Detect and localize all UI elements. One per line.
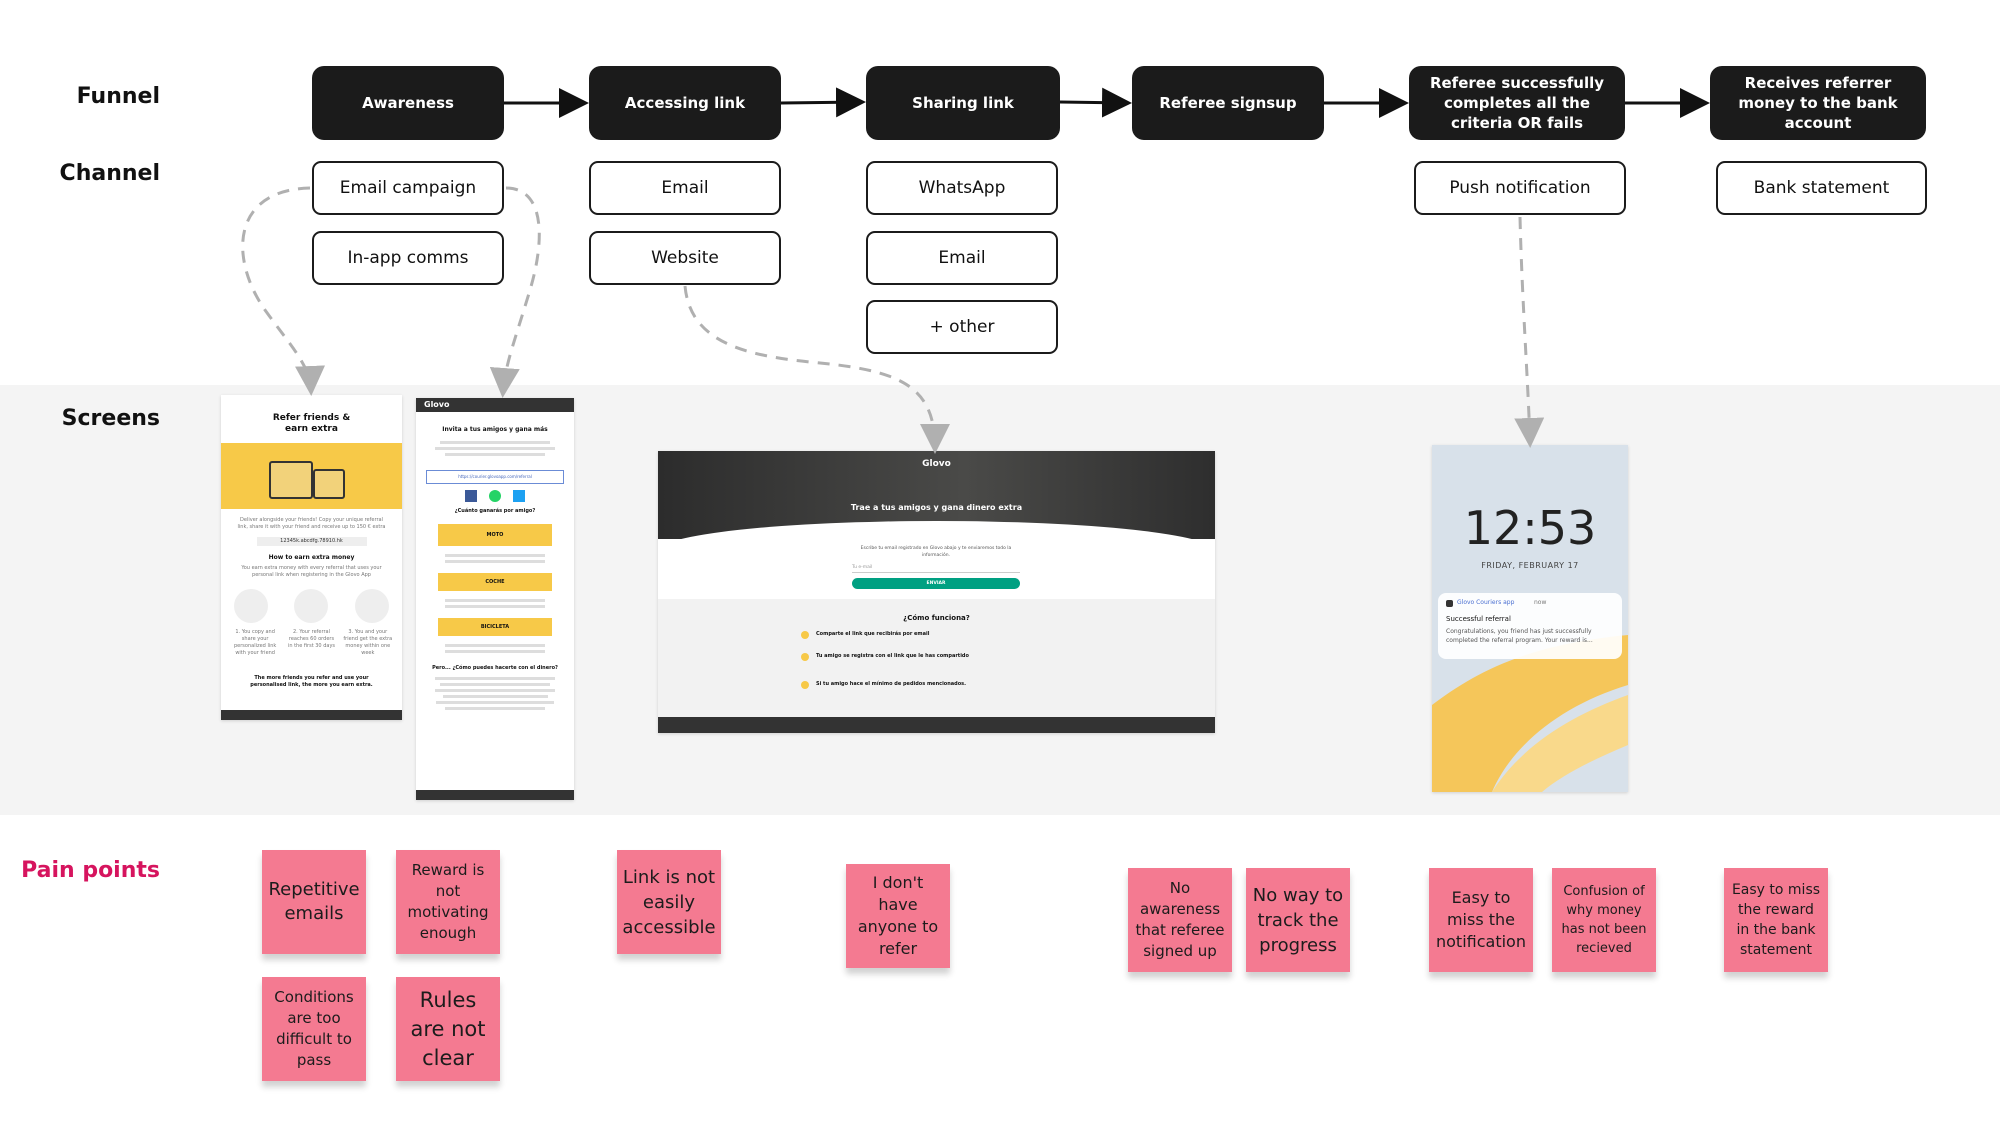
channel-website[interactable]: Website [589, 231, 781, 285]
pain-point-no-one-to-refer: I don't have anyone to refer [846, 864, 950, 968]
channel-push-notification[interactable]: Push notification [1414, 161, 1626, 215]
website-how-title: ¿Cómo funciona? [903, 614, 970, 622]
pain-point-repetitive-emails: Repetitive emails [262, 850, 366, 954]
channel-email[interactable]: Email [589, 161, 781, 215]
pain-point-reward-not-motivating: Reward is not motivating enough [396, 850, 500, 954]
screen-email-refer-friends: Refer friends & earn extra Deliver along… [221, 395, 402, 720]
website-submit-button[interactable]: ENVIAR [852, 578, 1020, 589]
website-step-3: Si tu amigo hace el mínimo de pedidos me… [816, 681, 967, 687]
pain-point-no-awareness-signup: No awareness that referee signed up [1128, 868, 1232, 972]
email2-how: Pero... ¿Cómo puedes hacerte con el dine… [432, 665, 558, 671]
connector-email-campaign-to-email1 [241, 186, 326, 396]
email2-brand: Glovo [416, 398, 574, 412]
email1-link-box: 12345k.abcdfg.78910.hk [256, 537, 367, 546]
arrow-sharing-to-signup [1059, 87, 1132, 118]
email1-hero-illustration [221, 443, 402, 509]
email1-title: Refer friends & earn extra [272, 413, 351, 434]
phone-notif-body: Congratulations, you friend has just suc… [1446, 628, 1593, 644]
row-label-funnel: Funnel [76, 84, 160, 109]
stage-referee-completes[interactable]: Referee successfully completes all the c… [1409, 66, 1625, 140]
app-icon [1446, 600, 1453, 607]
channel-in-app-comms[interactable]: In-app comms [312, 231, 504, 285]
phone-date: FRIDAY, FEBRUARY 17 [1481, 561, 1579, 570]
website-hero-title: Trae a tus amigos y gana dinero extra [850, 503, 1023, 512]
screen-phone-lock: 12:53 FRIDAY, FEBRUARY 17 Glovo Couriers… [1432, 445, 1628, 792]
row-label-screens: Screens [61, 406, 160, 431]
website-step-2: Tu amigo se registra con el link que le … [816, 653, 969, 659]
website-brand: Glovo [922, 459, 951, 469]
pain-point-conditions-difficult: Conditions are too difficult to pass [262, 977, 366, 1081]
email2-title: Invita a tus amigos y gana más [442, 426, 548, 433]
email2-reward-bicicleta: BICICLETA [438, 618, 552, 636]
arrow-access-to-sharing [780, 87, 866, 118]
email2-question: ¿Cuánto ganarás por amigo? [454, 508, 536, 514]
stage-accessing-link[interactable]: Accessing link [589, 66, 781, 140]
email2-reward-coche: COCHE [438, 573, 552, 591]
phone-notification[interactable]: Glovo Couriers app now Successful referr… [1438, 593, 1622, 659]
pain-point-rules-not-clear: Rules are not clear [396, 977, 500, 1081]
screen-email-invita: Glovo Invita a tus amigos y gana más htt… [416, 398, 574, 800]
channel-email-campaign[interactable]: Email campaign [312, 161, 504, 215]
website-step-1: Comparte el link que recibirás por email [816, 631, 930, 637]
channel-email-sharing[interactable]: Email [866, 231, 1058, 285]
website-form-hint: Escribe tu email registrado en Glovo aba… [860, 546, 1012, 558]
pain-point-link-not-accessible: Link is not easily accessible [617, 850, 721, 954]
stage-sharing-link[interactable]: Sharing link [866, 66, 1060, 140]
email1-footer: The more friends you refer and use your … [250, 675, 373, 688]
phone-notif-title: Successful referral [1446, 615, 1511, 623]
connector-email-campaign-to-email2 [489, 186, 541, 398]
phone-wallpaper [1432, 635, 1628, 792]
row-label-channel: Channel [59, 161, 160, 186]
pain-point-no-tracking: No way to track the progress [1246, 868, 1350, 972]
pain-point-money-confusion: Confusion of why money has not been reci… [1552, 868, 1656, 972]
website-email-input[interactable]: Tu e-mail [852, 563, 1020, 573]
channel-whatsapp[interactable]: WhatsApp [866, 161, 1058, 215]
phone-notif-when: now [1534, 599, 1547, 606]
email1-how-to: How to earn extra money [268, 554, 355, 561]
email2-reward-moto: MOTO [438, 524, 552, 546]
stage-receives-money[interactable]: Receives referrer money to the bank acco… [1710, 66, 1926, 140]
row-label-pain-points: Pain points [21, 858, 160, 883]
phone-notif-app: Glovo Couriers app [1457, 599, 1515, 606]
pain-point-miss-reward-bank: Easy to miss the reward in the bank stat… [1724, 868, 1828, 972]
phone-time: 12:53 [1463, 501, 1597, 555]
channel-other[interactable]: + other [866, 300, 1058, 354]
channel-bank-statement[interactable]: Bank statement [1716, 161, 1927, 215]
stage-awareness[interactable]: Awareness [312, 66, 504, 140]
pain-point-miss-notification: Easy to miss the notification [1429, 868, 1533, 972]
screen-website: Glovo Trae a tus amigos y gana dinero ex… [658, 451, 1215, 733]
stage-referee-signup[interactable]: Referee signsup [1132, 66, 1324, 140]
